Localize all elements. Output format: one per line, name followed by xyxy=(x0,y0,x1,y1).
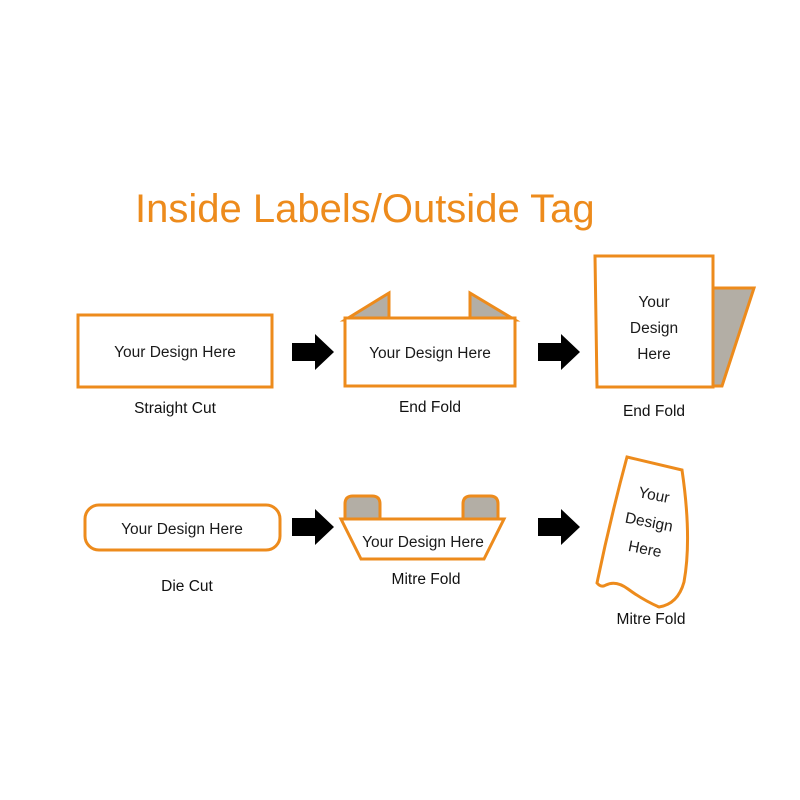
arrow-right-icon-2 xyxy=(538,334,580,370)
die-cut-design-label: Your Design Here xyxy=(121,521,243,538)
end-fold-folded-caption: End Fold xyxy=(623,403,685,420)
step-end-fold-folded: Your Design Here End Fold xyxy=(593,254,757,420)
step-straight-cut: Your Design Here Straight Cut xyxy=(76,313,274,417)
end-fold-back-fold xyxy=(708,286,757,388)
end-fold-flat-panel xyxy=(343,316,517,388)
end-fold-left-flap xyxy=(339,290,391,322)
step-mitre-fold-flat: Your Design Here Mitre Fold xyxy=(338,494,507,588)
end-fold-design-line-3: Here xyxy=(637,346,671,363)
mitre-fold-flat-caption: Mitre Fold xyxy=(392,571,461,588)
step-mitre-fold-folded: Your Design Here Mitre Fold xyxy=(595,455,690,628)
mitre-fold-flat-panel xyxy=(338,517,507,561)
die-cut-panel xyxy=(83,503,282,552)
straight-cut-design-label: Your Design Here xyxy=(114,344,236,361)
page-title: Inside Labels/Outside Tag xyxy=(135,187,595,231)
mitre-fold-design-line-1: Your xyxy=(637,484,671,507)
end-fold-design-line-2: Design xyxy=(630,320,678,337)
end-fold-front-panel xyxy=(593,254,715,389)
mitre-fold-right-tab xyxy=(461,494,500,521)
mitre-fold-design-line-3: Here xyxy=(627,538,663,561)
step-end-fold-flat: Your Design Here End Fold xyxy=(339,290,521,416)
end-fold-design-line-1: Your xyxy=(638,294,669,311)
step-die-cut: Your Design Here Die Cut xyxy=(83,503,282,595)
end-fold-flat-caption: End Fold xyxy=(399,399,461,416)
mitre-fold-tag-panel xyxy=(595,455,690,609)
mitre-fold-left-tab xyxy=(343,494,382,521)
arrow-right-icon-3 xyxy=(292,509,334,545)
mitre-fold-folded-caption: Mitre Fold xyxy=(617,611,686,628)
die-cut-caption: Die Cut xyxy=(161,578,213,595)
straight-cut-panel xyxy=(76,313,274,389)
arrow-right-icon-4 xyxy=(538,509,580,545)
end-fold-flat-design-label: Your Design Here xyxy=(369,345,491,362)
mitre-fold-flat-design-label: Your Design Here xyxy=(362,534,484,551)
arrow-right-icon-1 xyxy=(292,334,334,370)
straight-cut-caption: Straight Cut xyxy=(134,400,217,417)
end-fold-right-flap xyxy=(468,290,521,322)
